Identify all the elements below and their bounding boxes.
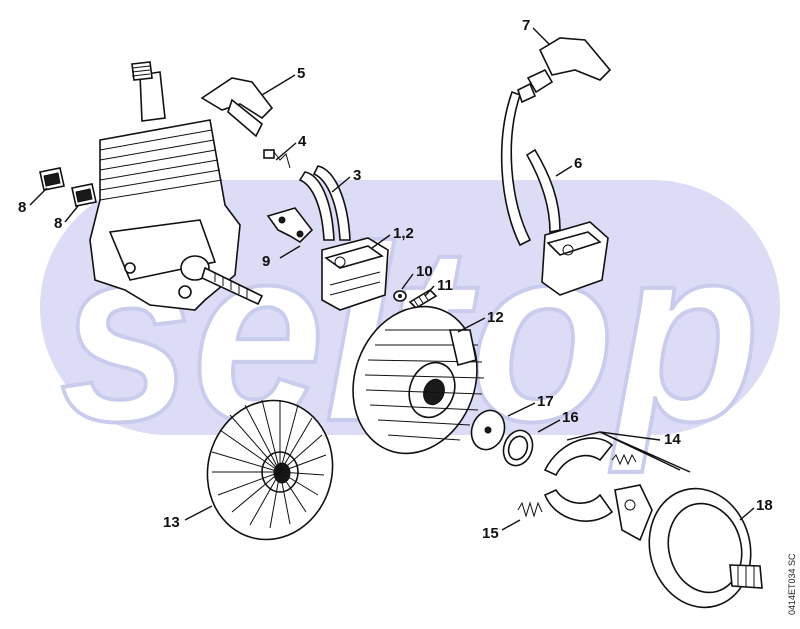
leader-lines bbox=[29, 27, 755, 531]
callout-13: 13 bbox=[163, 514, 180, 531]
part-4-spring bbox=[263, 149, 291, 169]
part-5-cover bbox=[200, 77, 274, 138]
callout-17: 17 bbox=[537, 393, 554, 410]
engine-cylinder bbox=[89, 61, 264, 311]
callout-15: 15 bbox=[482, 525, 499, 542]
callout-8-a: 8 bbox=[18, 199, 26, 216]
part-1-2-ignition-module bbox=[321, 237, 389, 311]
callout-1-2: 1,2 bbox=[393, 225, 414, 242]
callout-7: 7 bbox=[522, 17, 530, 34]
part-12-flywheel bbox=[352, 305, 485, 455]
part-17-washer bbox=[470, 409, 506, 451]
callout-9: 9 bbox=[262, 253, 270, 270]
part-3-hoses bbox=[298, 165, 351, 241]
part-16-ring bbox=[502, 429, 534, 467]
part-15-spring bbox=[517, 501, 543, 518]
part-13-fan-wheel bbox=[206, 399, 334, 541]
part-8-buffer-a bbox=[39, 167, 65, 191]
diagram-code: 0414ET034 SC bbox=[787, 553, 797, 615]
callout-18: 18 bbox=[756, 497, 773, 514]
callout-4: 4 bbox=[298, 133, 307, 150]
callout-10: 10 bbox=[416, 263, 433, 280]
callout-3: 3 bbox=[353, 167, 361, 184]
callout-14: 14 bbox=[664, 431, 681, 448]
callout-16: 16 bbox=[562, 409, 579, 426]
part-14-clutch bbox=[543, 437, 653, 542]
part-8-buffer-b bbox=[71, 183, 97, 207]
part-18-clutch-drum bbox=[648, 487, 763, 609]
callout-12: 12 bbox=[487, 309, 504, 326]
part-11-screw bbox=[408, 288, 438, 310]
callouts: 5 4 3 1,2 9 8 8 10 11 12 7 6 17 16 14 15… bbox=[18, 17, 773, 542]
part-14-spring bbox=[611, 453, 637, 466]
callout-6: 6 bbox=[574, 155, 582, 172]
part-10-washer bbox=[393, 290, 407, 302]
part-6-hoses bbox=[500, 90, 561, 247]
part-7-cap bbox=[517, 37, 612, 104]
callout-8-b: 8 bbox=[54, 215, 62, 232]
callout-5: 5 bbox=[297, 65, 305, 82]
part-6-module bbox=[541, 221, 609, 296]
part-9-clip bbox=[266, 207, 314, 244]
callout-11: 11 bbox=[437, 277, 453, 294]
